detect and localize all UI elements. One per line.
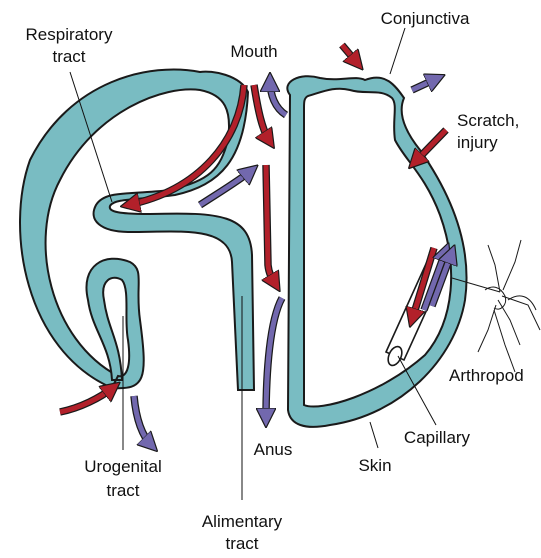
conjunctiva-entry-arrow <box>342 45 358 64</box>
conjunctiva-leader <box>390 28 405 74</box>
label-scratch-line2: injury <box>457 133 498 152</box>
label-respiratory-line1: Respiratory <box>26 25 113 44</box>
mouth-exit-arrow <box>270 80 286 115</box>
label-alimentary-line2: tract <box>225 534 258 553</box>
label-scratch-line1: Scratch, <box>457 111 519 130</box>
label-respiratory-line2: tract <box>52 47 85 66</box>
label-alimentary-line1: Alimentary <box>202 512 283 531</box>
label-mouth: Mouth <box>230 42 277 61</box>
label-urogenital-line2: tract <box>106 481 139 500</box>
label-skin: Skin <box>358 456 391 475</box>
label-conjunctiva: Conjunctiva <box>381 9 470 28</box>
label-anus: Anus <box>254 440 293 459</box>
anus-exit-arrow <box>266 298 282 420</box>
urogenital-entry-arrow <box>60 387 114 412</box>
skin-body-wall <box>287 76 466 427</box>
urogenital-exit-arrow <box>134 396 152 446</box>
gut-down-arrow <box>266 165 276 285</box>
label-urogenital-line1: Urogenital <box>84 457 162 476</box>
label-arthropod: Arthropod <box>449 366 524 385</box>
skin-leader <box>370 422 378 448</box>
scratch-entry-arrow <box>414 130 446 163</box>
conjunctiva-exit-arrow <box>412 78 438 90</box>
label-capillary: Capillary <box>404 428 471 447</box>
